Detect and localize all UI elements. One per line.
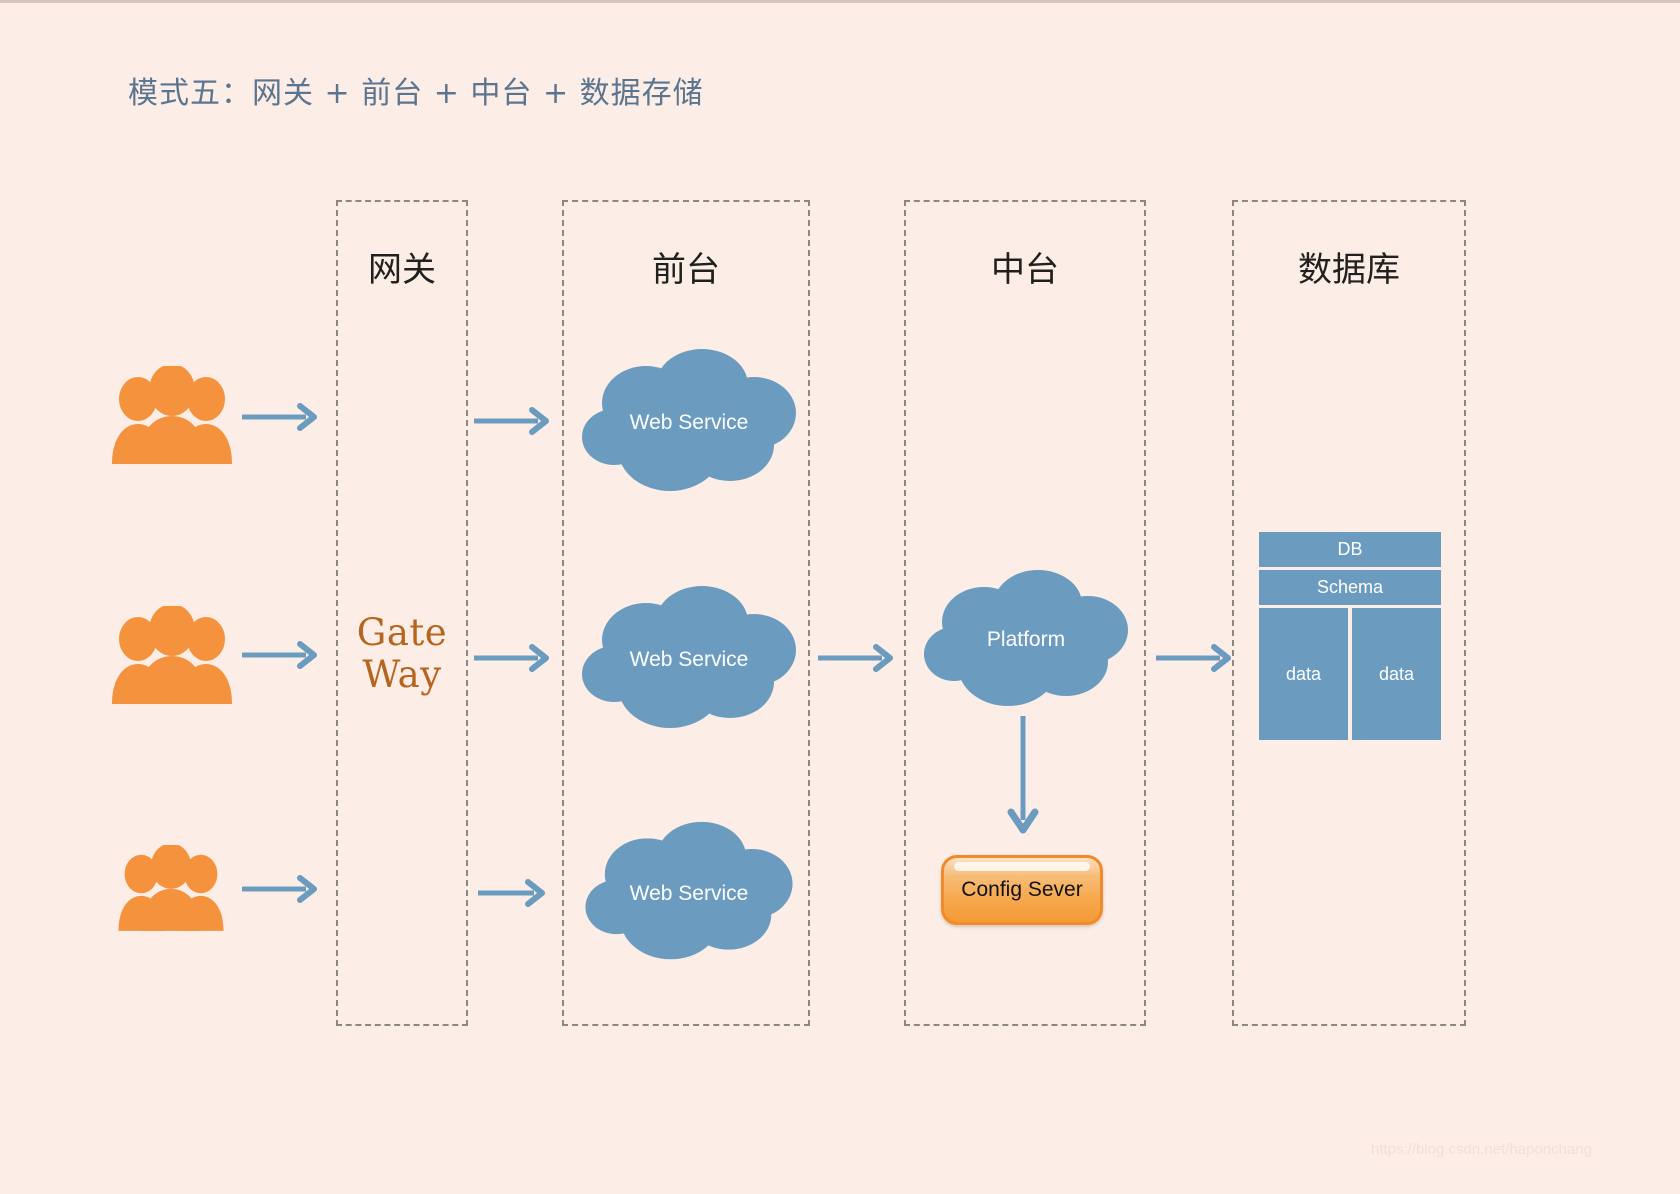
lane-gateway: 网关 (336, 200, 468, 1026)
arrow-platform-to-config-server (1007, 716, 1039, 836)
database-schema-row: Schema (1259, 570, 1441, 608)
database-data-cell-2: data (1352, 608, 1441, 740)
arrow-gateway-to-service-1 (474, 407, 552, 435)
cloud-web-service-3: Web Service (578, 818, 800, 968)
gateway-label-line1: Gate (356, 611, 448, 654)
arrow-user-to-gateway-3 (242, 875, 320, 903)
user-group-bottom (115, 845, 227, 931)
lane-frontend: 前台 (562, 200, 810, 1026)
page-title: 模式五：网关 + 前台 + 中台 + 数据存储 (128, 76, 704, 111)
cloud-web-service-1: Web Service (578, 345, 800, 500)
arrow-frontend-to-platform (818, 644, 896, 672)
top-divider (0, 0, 1680, 3)
lane-database: 数据库 (1232, 200, 1466, 1026)
config-server-label: Config Sever (961, 878, 1083, 901)
config-server-node[interactable]: Config Sever (941, 855, 1103, 925)
user-group-middle (108, 606, 236, 704)
lane-title-middle: 中台 (991, 250, 1059, 290)
watermark: https://blog.csdn.net/haponchang (1370, 1141, 1592, 1158)
cloud-platform: Platform (920, 566, 1132, 714)
lane-title-database: 数据库 (1298, 250, 1400, 290)
arrow-platform-to-database (1156, 644, 1234, 672)
user-group-top (108, 366, 236, 464)
database-schema-cell: Schema (1259, 570, 1441, 605)
gateway-label: Gate Way (340, 612, 464, 696)
database-header-cell: DB (1259, 532, 1441, 567)
lane-middle: 中台 (904, 200, 1146, 1026)
database-table: DB Schema data data (1259, 532, 1441, 740)
database-data-cell-1: data (1259, 608, 1348, 740)
database-data-row: data data (1259, 608, 1441, 740)
cloud-web-service-2: Web Service (578, 582, 800, 737)
arrow-gateway-to-service-2 (474, 644, 552, 672)
arrow-user-to-gateway-1 (242, 403, 320, 431)
lane-title-frontend: 前台 (652, 250, 720, 290)
arrow-gateway-to-service-3 (478, 879, 548, 907)
gateway-label-line2: Way (362, 653, 442, 696)
arrow-user-to-gateway-2 (242, 641, 320, 669)
lane-title-gateway: 网关 (368, 250, 436, 290)
database-header-row: DB (1259, 532, 1441, 570)
